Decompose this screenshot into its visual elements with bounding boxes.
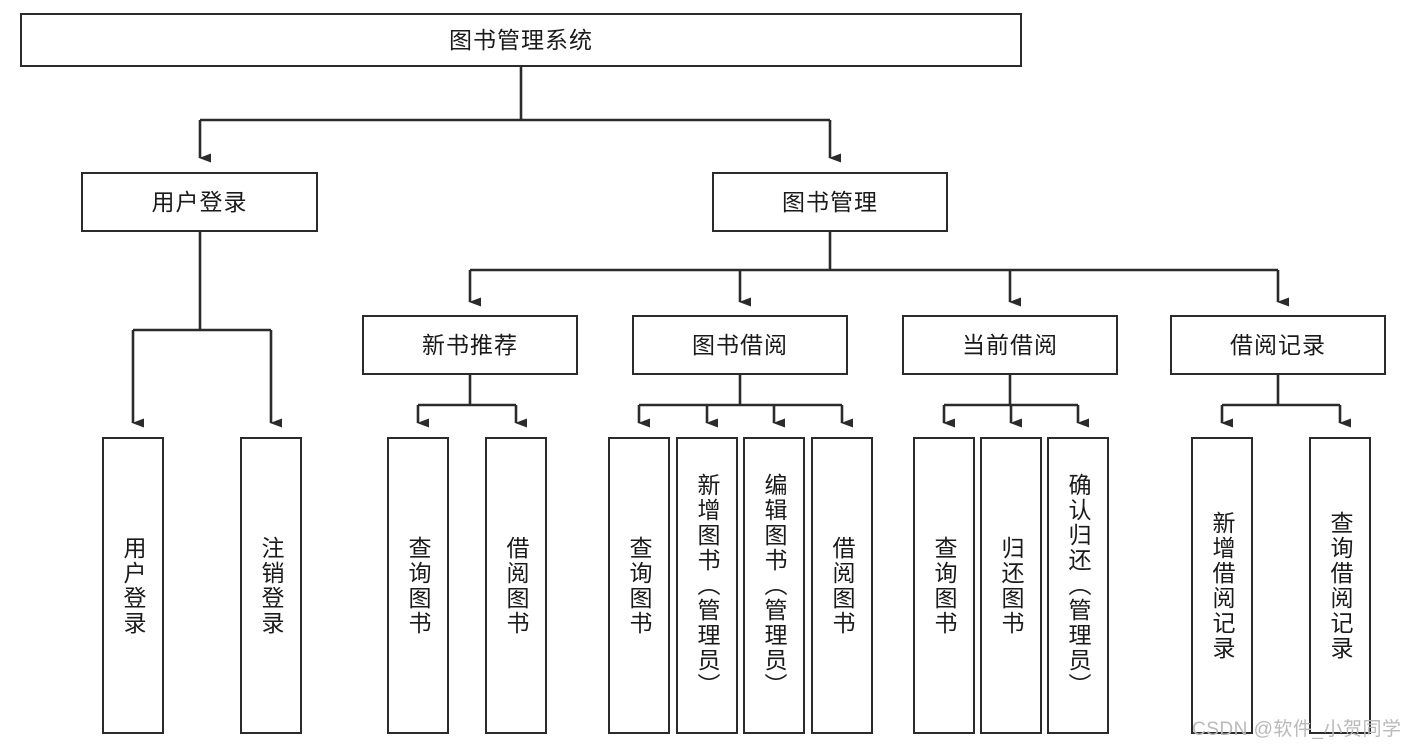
leaf-cb-return-book-label: 归还图书 — [998, 535, 1025, 636]
node-current-borrow-label: 当前借阅 — [962, 331, 1058, 358]
leaf-cb-confirm-return[interactable]: 确认归还（管理员） — [1047, 437, 1109, 734]
node-book-management-label: 图书管理 — [782, 188, 878, 215]
leaf-bb-edit-book[interactable]: 编辑图书（管理员） — [743, 437, 805, 734]
node-borrow-record[interactable]: 借阅记录 — [1170, 315, 1386, 375]
leaf-br-query-record[interactable]: 查询借阅记录 — [1309, 437, 1371, 734]
leaf-nb-borrow-book[interactable]: 借阅图书 — [485, 437, 547, 734]
node-new-book-recommend-label: 新书推荐 — [422, 331, 518, 358]
leaf-logout-label: 注销登录 — [258, 535, 285, 636]
leaf-cb-confirm-return-label: 确认归还（管理员） — [1065, 473, 1092, 698]
leaf-cb-query-book[interactable]: 查询图书 — [913, 437, 975, 734]
leaf-br-add-record-label: 新增借阅记录 — [1209, 510, 1236, 661]
node-borrow-record-label: 借阅记录 — [1230, 331, 1326, 358]
leaf-bb-query-book[interactable]: 查询图书 — [608, 437, 670, 734]
leaf-nb-query-book[interactable]: 查询图书 — [387, 437, 449, 734]
leaf-bb-add-book[interactable]: 新增图书（管理员） — [676, 437, 738, 734]
leaf-br-query-record-label: 查询借阅记录 — [1327, 510, 1354, 661]
node-book-management[interactable]: 图书管理 — [712, 172, 948, 232]
leaf-cb-query-book-label: 查询图书 — [931, 535, 958, 636]
node-user-login[interactable]: 用户登录 — [81, 172, 318, 232]
leaf-bb-edit-book-label: 编辑图书（管理员） — [761, 473, 788, 698]
leaf-nb-borrow-book-label: 借阅图书 — [503, 535, 530, 636]
node-book-borrow[interactable]: 图书借阅 — [632, 315, 848, 375]
node-new-book-recommend[interactable]: 新书推荐 — [362, 315, 578, 375]
leaf-bb-borrow-book-label: 借阅图书 — [829, 535, 856, 636]
node-book-borrow-label: 图书借阅 — [692, 331, 788, 358]
leaf-bb-query-book-label: 查询图书 — [626, 535, 653, 636]
leaf-user-login[interactable]: 用户登录 — [102, 437, 164, 734]
watermark-text: CSDN @软件_小贺同学 — [1192, 719, 1402, 740]
leaf-nb-query-book-label: 查询图书 — [405, 535, 432, 636]
leaf-cb-return-book[interactable]: 归还图书 — [980, 437, 1042, 734]
leaf-br-add-record[interactable]: 新增借阅记录 — [1191, 437, 1253, 734]
node-root[interactable]: 图书管理系统 — [20, 13, 1022, 67]
leaf-bb-borrow-book[interactable]: 借阅图书 — [811, 437, 873, 734]
node-root-label: 图书管理系统 — [449, 26, 593, 53]
node-current-borrow[interactable]: 当前借阅 — [902, 315, 1118, 375]
leaf-bb-add-book-label: 新增图书（管理员） — [694, 473, 721, 698]
leaf-logout[interactable]: 注销登录 — [240, 437, 302, 734]
node-user-login-label: 用户登录 — [151, 188, 248, 215]
leaf-user-login-label: 用户登录 — [120, 535, 147, 636]
